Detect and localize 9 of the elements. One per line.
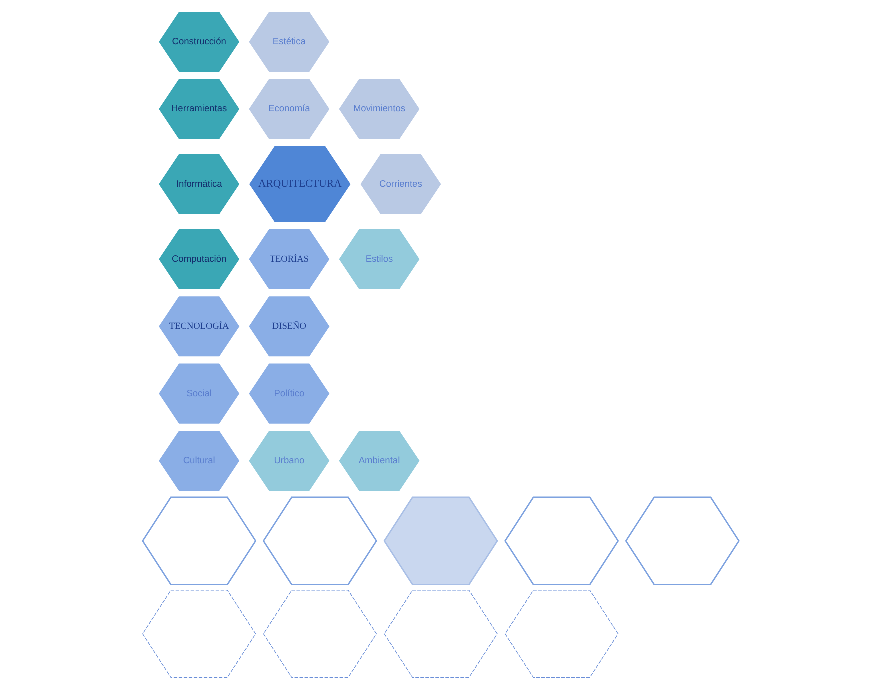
node-hexagon bbox=[262, 496, 377, 586]
node-hexagon bbox=[504, 496, 619, 586]
node-hexagon bbox=[384, 590, 498, 678]
node-hexagon bbox=[142, 496, 256, 586]
node-hexagon bbox=[624, 496, 740, 586]
node-hexagon bbox=[142, 590, 256, 678]
node-hexagon bbox=[262, 590, 377, 678]
node-hexagon bbox=[504, 590, 618, 678]
node-hexagon bbox=[383, 496, 498, 586]
